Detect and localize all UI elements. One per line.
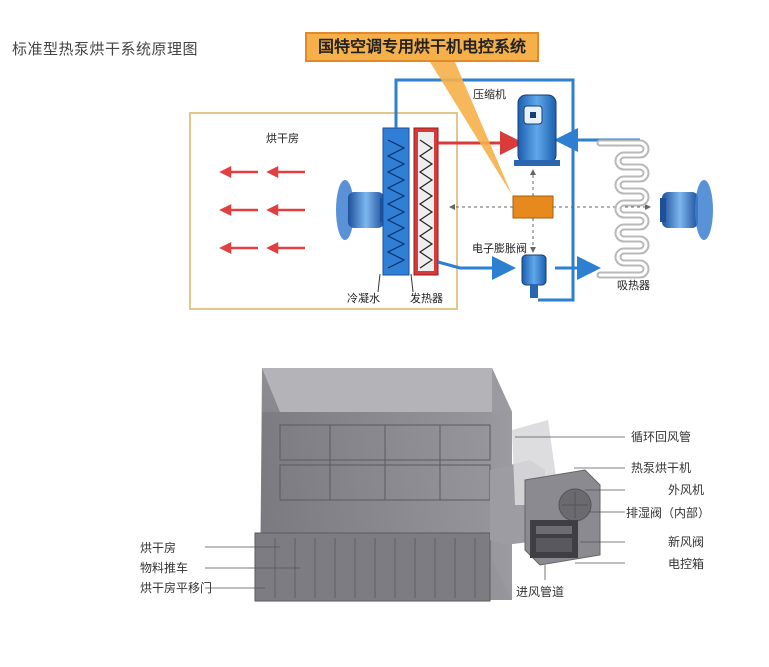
condenser-fan-icon [336,180,386,240]
building-label-control-box: 电控箱 [668,557,705,571]
building-label-outer-fan: 外风机 [668,483,705,497]
expansion-valve-icon [521,254,547,298]
building-label-return-duct: 循环回风管 [631,430,692,444]
condenser-coil [382,127,410,276]
drying-room-label: 烘干房 [266,132,299,145]
expansion-valve-label: 电子膨胀阀 [472,242,527,255]
condensate-label: 冷凝水 [347,292,380,305]
control-lines [449,169,651,253]
building-label-door: 烘干房平移门 [140,581,213,595]
building-label-dehumidify-valve: 排湿阀（内部） [626,506,711,520]
compressor-icon [514,94,560,166]
building-label-cart: 物料推车 [140,561,189,575]
hot-air-arrows [219,165,305,255]
compressor-label: 压缩机 [473,88,506,101]
evaporator-fan-icon [660,180,713,240]
building-label-heat-pump: 热泵烘干机 [631,461,692,475]
drying-room-frame [189,112,458,310]
controller-box [512,195,554,219]
evaporator-label: 吸热器 [617,279,650,292]
evaporator-coil [596,139,650,279]
heater-coil [413,127,439,276]
page-title: 标准型热泵烘干系统原理图 [12,40,199,58]
building-label-room: 烘干房 [140,541,177,555]
banner-pointer [430,62,512,195]
heater-label: 发热器 [410,292,443,305]
system-banner: 国特空调专用烘干机电控系统 [305,32,539,62]
building-label-intake-duct: 进风管道 [516,585,565,599]
drying-building-3d [254,368,601,602]
building-label-fresh-air-valve: 新风阀 [668,535,705,549]
callout-lines [205,436,625,589]
